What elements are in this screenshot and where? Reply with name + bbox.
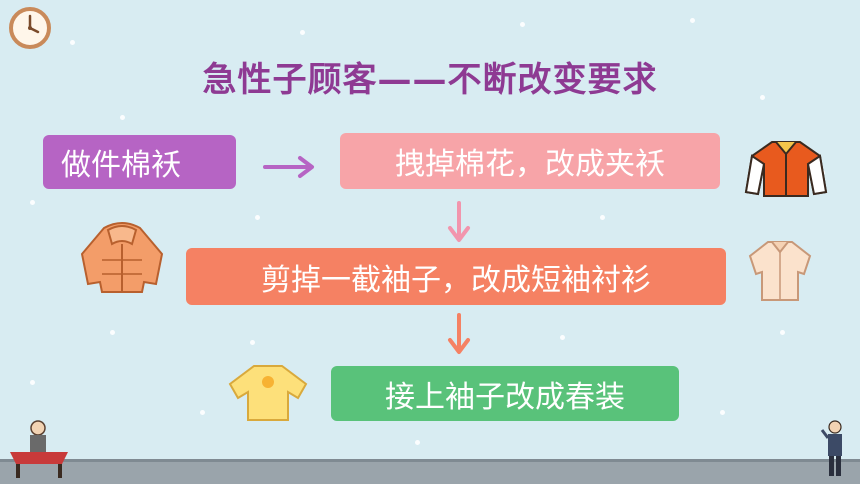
man-icon bbox=[820, 420, 842, 476]
tailor-icon bbox=[10, 420, 68, 478]
step-box-2: 拽掉棉花，改成夹袄 bbox=[340, 133, 720, 189]
page-title: 急性子顾客——不断改变要求 bbox=[202, 60, 658, 100]
arrow-down-icon-1 bbox=[448, 201, 470, 242]
arrow-down-icon-2 bbox=[448, 313, 470, 354]
step-box-1: 做件棉袄 bbox=[43, 135, 236, 189]
step-text-3: 剪掉一截袖子，改成短袖衬衫 bbox=[261, 262, 651, 298]
sweater-icon bbox=[228, 365, 308, 421]
shirt-icon bbox=[748, 241, 812, 301]
step-box-3: 剪掉一截袖子，改成短袖衬衫 bbox=[186, 248, 726, 305]
down-jacket-icon bbox=[80, 222, 164, 293]
ground-bar bbox=[0, 462, 860, 484]
varsity-jacket-icon bbox=[744, 141, 828, 197]
arrow-right-icon bbox=[263, 156, 314, 178]
clock-icon bbox=[9, 7, 51, 49]
ground-line bbox=[0, 459, 860, 462]
step-box-4: 接上袖子改成春装 bbox=[331, 366, 679, 421]
step-text-1: 做件棉袄 bbox=[61, 148, 181, 183]
step-text-2: 拽掉棉花，改成夹袄 bbox=[395, 147, 665, 182]
step-text-4: 接上袖子改成春装 bbox=[385, 379, 625, 415]
